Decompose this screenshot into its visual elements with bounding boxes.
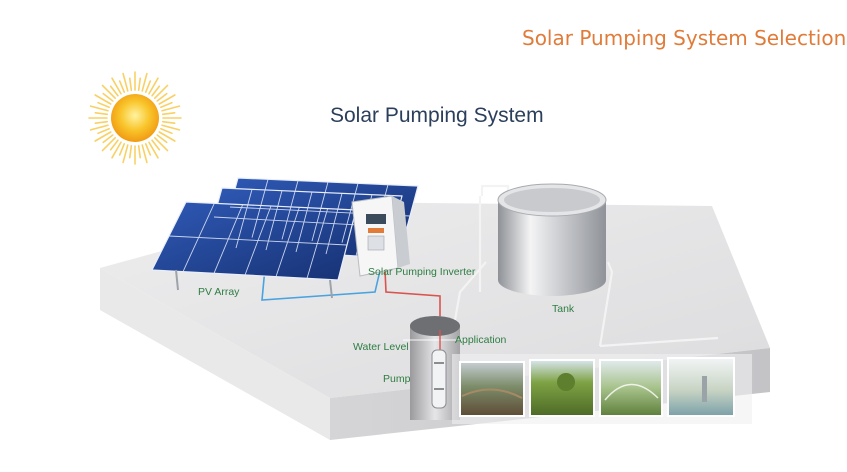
inverter-box (351, 195, 410, 277)
pv-cable (261, 261, 383, 301)
inverter-label: Solar Pumping Inverter (368, 266, 476, 278)
application-photo (529, 359, 595, 417)
header-title: Solar Pumping System Selection (522, 26, 847, 50)
application-photo (667, 357, 735, 417)
application-photo (459, 361, 525, 417)
water-level-label: Water Level (353, 341, 409, 353)
water-tank (497, 183, 607, 296)
pv-array-label: PV Array (198, 286, 240, 298)
application-label: Application (455, 334, 507, 346)
tank-label: Tank (552, 303, 575, 315)
application-photo (599, 359, 663, 417)
application-gallery (452, 354, 752, 424)
pipes (453, 184, 719, 348)
submersible-pump (431, 349, 447, 409)
diagram-title: Solar Pumping System (330, 104, 544, 127)
pump-label: Pump (383, 373, 411, 385)
sun-icon (88, 71, 182, 165)
